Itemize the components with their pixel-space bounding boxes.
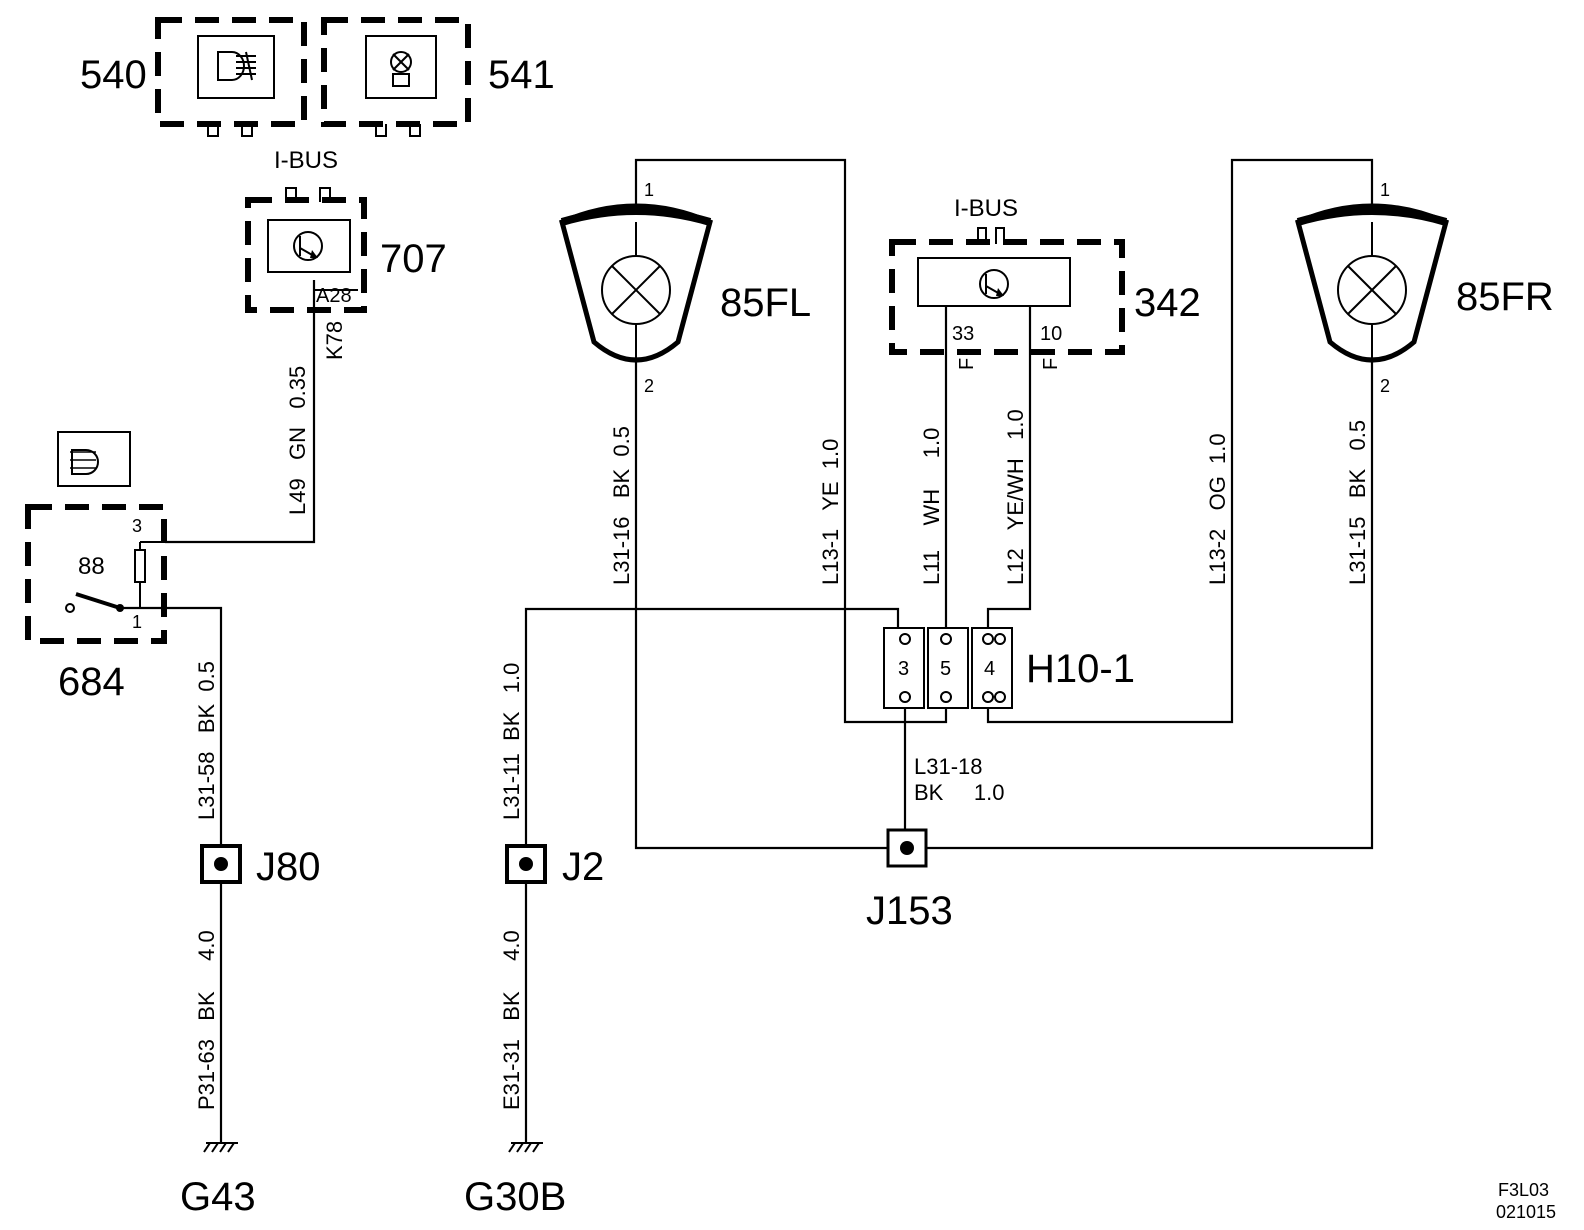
interior-light-icon bbox=[390, 51, 412, 87]
wire-label-l12: L12 YE/WH 1.0 bbox=[1003, 409, 1028, 585]
wire-l49 bbox=[165, 280, 316, 544]
wire-label-l31-15: L31-15 BK 0.5 bbox=[1345, 420, 1370, 585]
wire-l13-1 bbox=[634, 158, 948, 724]
wire-l31-58 bbox=[120, 606, 223, 846]
wire-label-l31-16: L31-16 BK 0.5 bbox=[609, 426, 634, 585]
component-541: 541 bbox=[321, 17, 555, 137]
pin-2: 2 bbox=[1380, 376, 1390, 396]
figure-code: F3L03 bbox=[1498, 1180, 1549, 1200]
label-342: 342 bbox=[1134, 281, 1201, 325]
control-module-icon bbox=[979, 269, 1009, 299]
wire-label-l31-11: L31-11 BK 1.0 bbox=[499, 663, 524, 820]
lamp-85fl: 1 2 85FL bbox=[559, 180, 811, 396]
bulb-icon bbox=[601, 255, 671, 325]
splice-j2: J2 bbox=[505, 844, 604, 889]
pin-2: 2 bbox=[644, 376, 654, 396]
ground-g43: G43 bbox=[180, 1142, 256, 1219]
bulb-icon bbox=[1337, 255, 1407, 325]
pin-a28: A28 bbox=[316, 285, 352, 307]
relay-contact bbox=[75, 592, 121, 610]
component-540: 540 bbox=[80, 17, 307, 137]
label-g30b: G30B bbox=[464, 1175, 566, 1219]
fuse-mark-f2: F bbox=[1040, 358, 1062, 370]
label-h10-1: H10-1 bbox=[1026, 647, 1135, 691]
label-88: 88 bbox=[78, 553, 105, 580]
label-541: 541 bbox=[488, 53, 555, 97]
wire-label-k78: K78 bbox=[322, 321, 347, 360]
component-707: A28 707 bbox=[245, 187, 447, 313]
label-j80: J80 bbox=[256, 845, 321, 889]
wire-label-l31-18: L31-18 bbox=[914, 754, 983, 779]
pin-10: 10 bbox=[1040, 323, 1062, 345]
wire-l31-16 bbox=[634, 362, 888, 850]
wires bbox=[120, 158, 1374, 1143]
wire-label-l31-58: L31-58 BK 0.5 bbox=[194, 661, 219, 820]
wire-l12 bbox=[986, 306, 1032, 628]
wire-label-l13-1: L13-1 YE 1.0 bbox=[818, 439, 843, 585]
label-85fl: 85FL bbox=[720, 281, 811, 325]
lamp-85fr: 1 2 85FR bbox=[1295, 180, 1554, 396]
component-342: 33 10 F F 342 bbox=[889, 227, 1201, 370]
label-684: 684 bbox=[58, 660, 125, 704]
ground-g30b: G30B bbox=[464, 1142, 566, 1219]
pin-3: 3 bbox=[898, 658, 909, 680]
label-j2: J2 bbox=[562, 845, 604, 889]
component-684: 3 1 88 684 bbox=[25, 504, 167, 704]
figure-date: 021015 bbox=[1496, 1202, 1556, 1222]
pin-1: 1 bbox=[1380, 180, 1390, 200]
wire-l31-11 bbox=[524, 607, 900, 846]
pin-4: 4 bbox=[984, 658, 995, 680]
label-j153: J153 bbox=[866, 889, 953, 933]
wire-label-e31-31: E31-31 BK 4.0 bbox=[499, 930, 524, 1110]
headlamp-icon bbox=[217, 51, 256, 81]
splice-j153: J153 bbox=[866, 828, 953, 933]
wire-label-l31-18-spec: BK 1.0 bbox=[914, 780, 1005, 805]
label-85fr: 85FR bbox=[1456, 275, 1554, 319]
fuse-mark-f1: F bbox=[956, 358, 978, 370]
splice-j80: J80 bbox=[200, 844, 321, 889]
pin-33: 33 bbox=[952, 323, 974, 345]
switch-symbol bbox=[57, 431, 131, 487]
pin-1: 1 bbox=[132, 612, 142, 632]
label-g43: G43 bbox=[180, 1175, 256, 1219]
wire-labels: K78 L49 GN 0.35 L31-58 BK 0.5 P31-63 BK … bbox=[194, 321, 1370, 1110]
label-707: 707 bbox=[380, 237, 447, 281]
connector-h10-1: 3 5 4 H10-1 bbox=[883, 627, 1135, 709]
wire-label-l11: L11 WH 1.0 bbox=[919, 428, 944, 585]
wire-l31-15 bbox=[926, 362, 1374, 850]
ibus-label-342: I-BUS bbox=[954, 195, 1018, 222]
pin-1: 1 bbox=[644, 180, 654, 200]
wire-label-l13-2: L13-2 OG 1.0 bbox=[1205, 433, 1230, 585]
control-module-icon bbox=[293, 231, 323, 261]
wire-l13-2 bbox=[986, 158, 1374, 724]
wire-label-p31-63: P31-63 BK 4.0 bbox=[194, 930, 219, 1110]
pin-5: 5 bbox=[940, 658, 951, 680]
label-540: 540 bbox=[80, 53, 147, 97]
pin-3: 3 bbox=[132, 516, 142, 536]
wire-label-l49: L49 GN 0.35 bbox=[285, 366, 310, 515]
resistor-icon bbox=[134, 549, 146, 583]
ibus-label-top: I-BUS bbox=[274, 147, 338, 174]
